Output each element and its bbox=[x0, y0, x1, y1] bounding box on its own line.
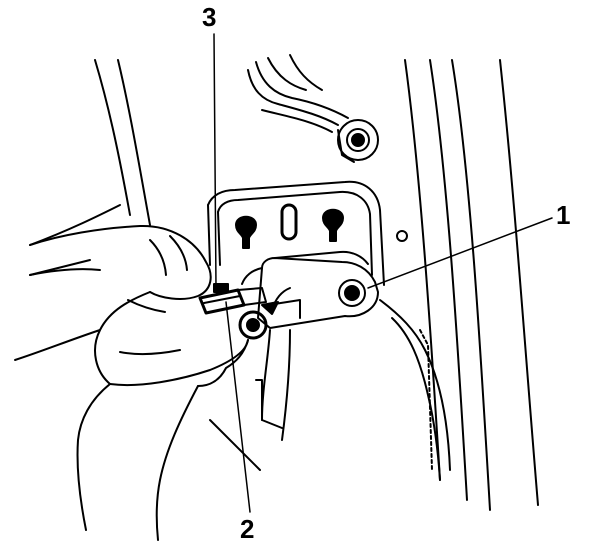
wiring-harness-clip bbox=[247, 54, 379, 163]
body-panel-lines bbox=[29, 59, 539, 511]
leader-line-2 bbox=[225, 301, 251, 513]
callout-number-1: 1 bbox=[556, 200, 571, 230]
release-arrow bbox=[261, 287, 291, 315]
hand-illustration bbox=[14, 224, 249, 541]
electrical-connector bbox=[198, 283, 267, 315]
leader-line-3 bbox=[213, 33, 217, 289]
leader-line-1 bbox=[367, 217, 553, 289]
mounting-bracket bbox=[207, 180, 408, 286]
sensor-module bbox=[241, 250, 379, 329]
callout-number-2: 2 bbox=[240, 514, 255, 544]
lower-fastener bbox=[238, 310, 268, 340]
leader-lines bbox=[213, 33, 553, 513]
trim-panel-edge bbox=[255, 299, 451, 481]
callout-number-3: 3 bbox=[202, 2, 217, 32]
